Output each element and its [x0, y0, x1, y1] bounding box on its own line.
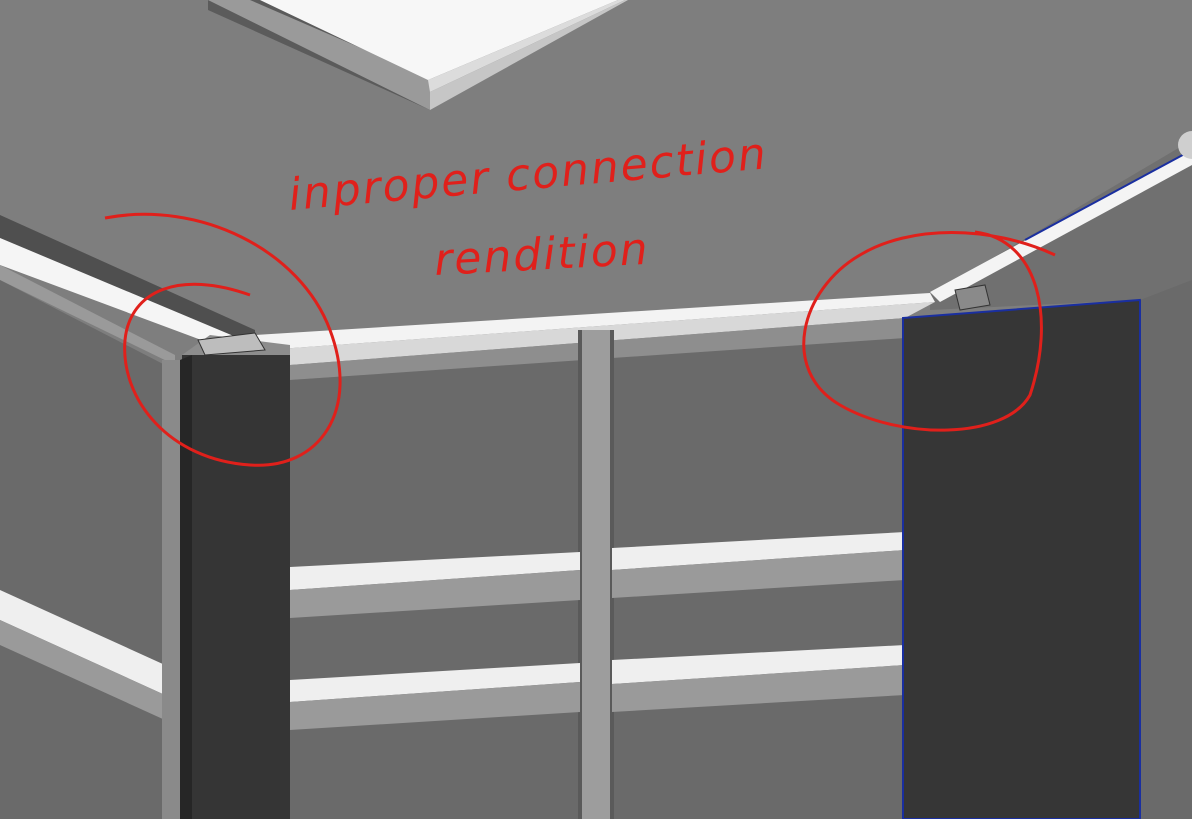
rail-1 — [290, 532, 905, 618]
left-wall — [0, 280, 180, 819]
slab-opening — [208, 0, 628, 110]
rail-2 — [290, 645, 905, 730]
markup-circle-right — [802, 230, 1056, 432]
left-upper-trim — [0, 215, 255, 365]
markup-text-line2: rendition — [433, 224, 651, 286]
markup-circle-left — [104, 212, 342, 467]
right-upper-wall — [930, 131, 1192, 310]
right-column-selected[interactable] — [902, 280, 1192, 819]
left-column[interactable] — [180, 332, 290, 819]
